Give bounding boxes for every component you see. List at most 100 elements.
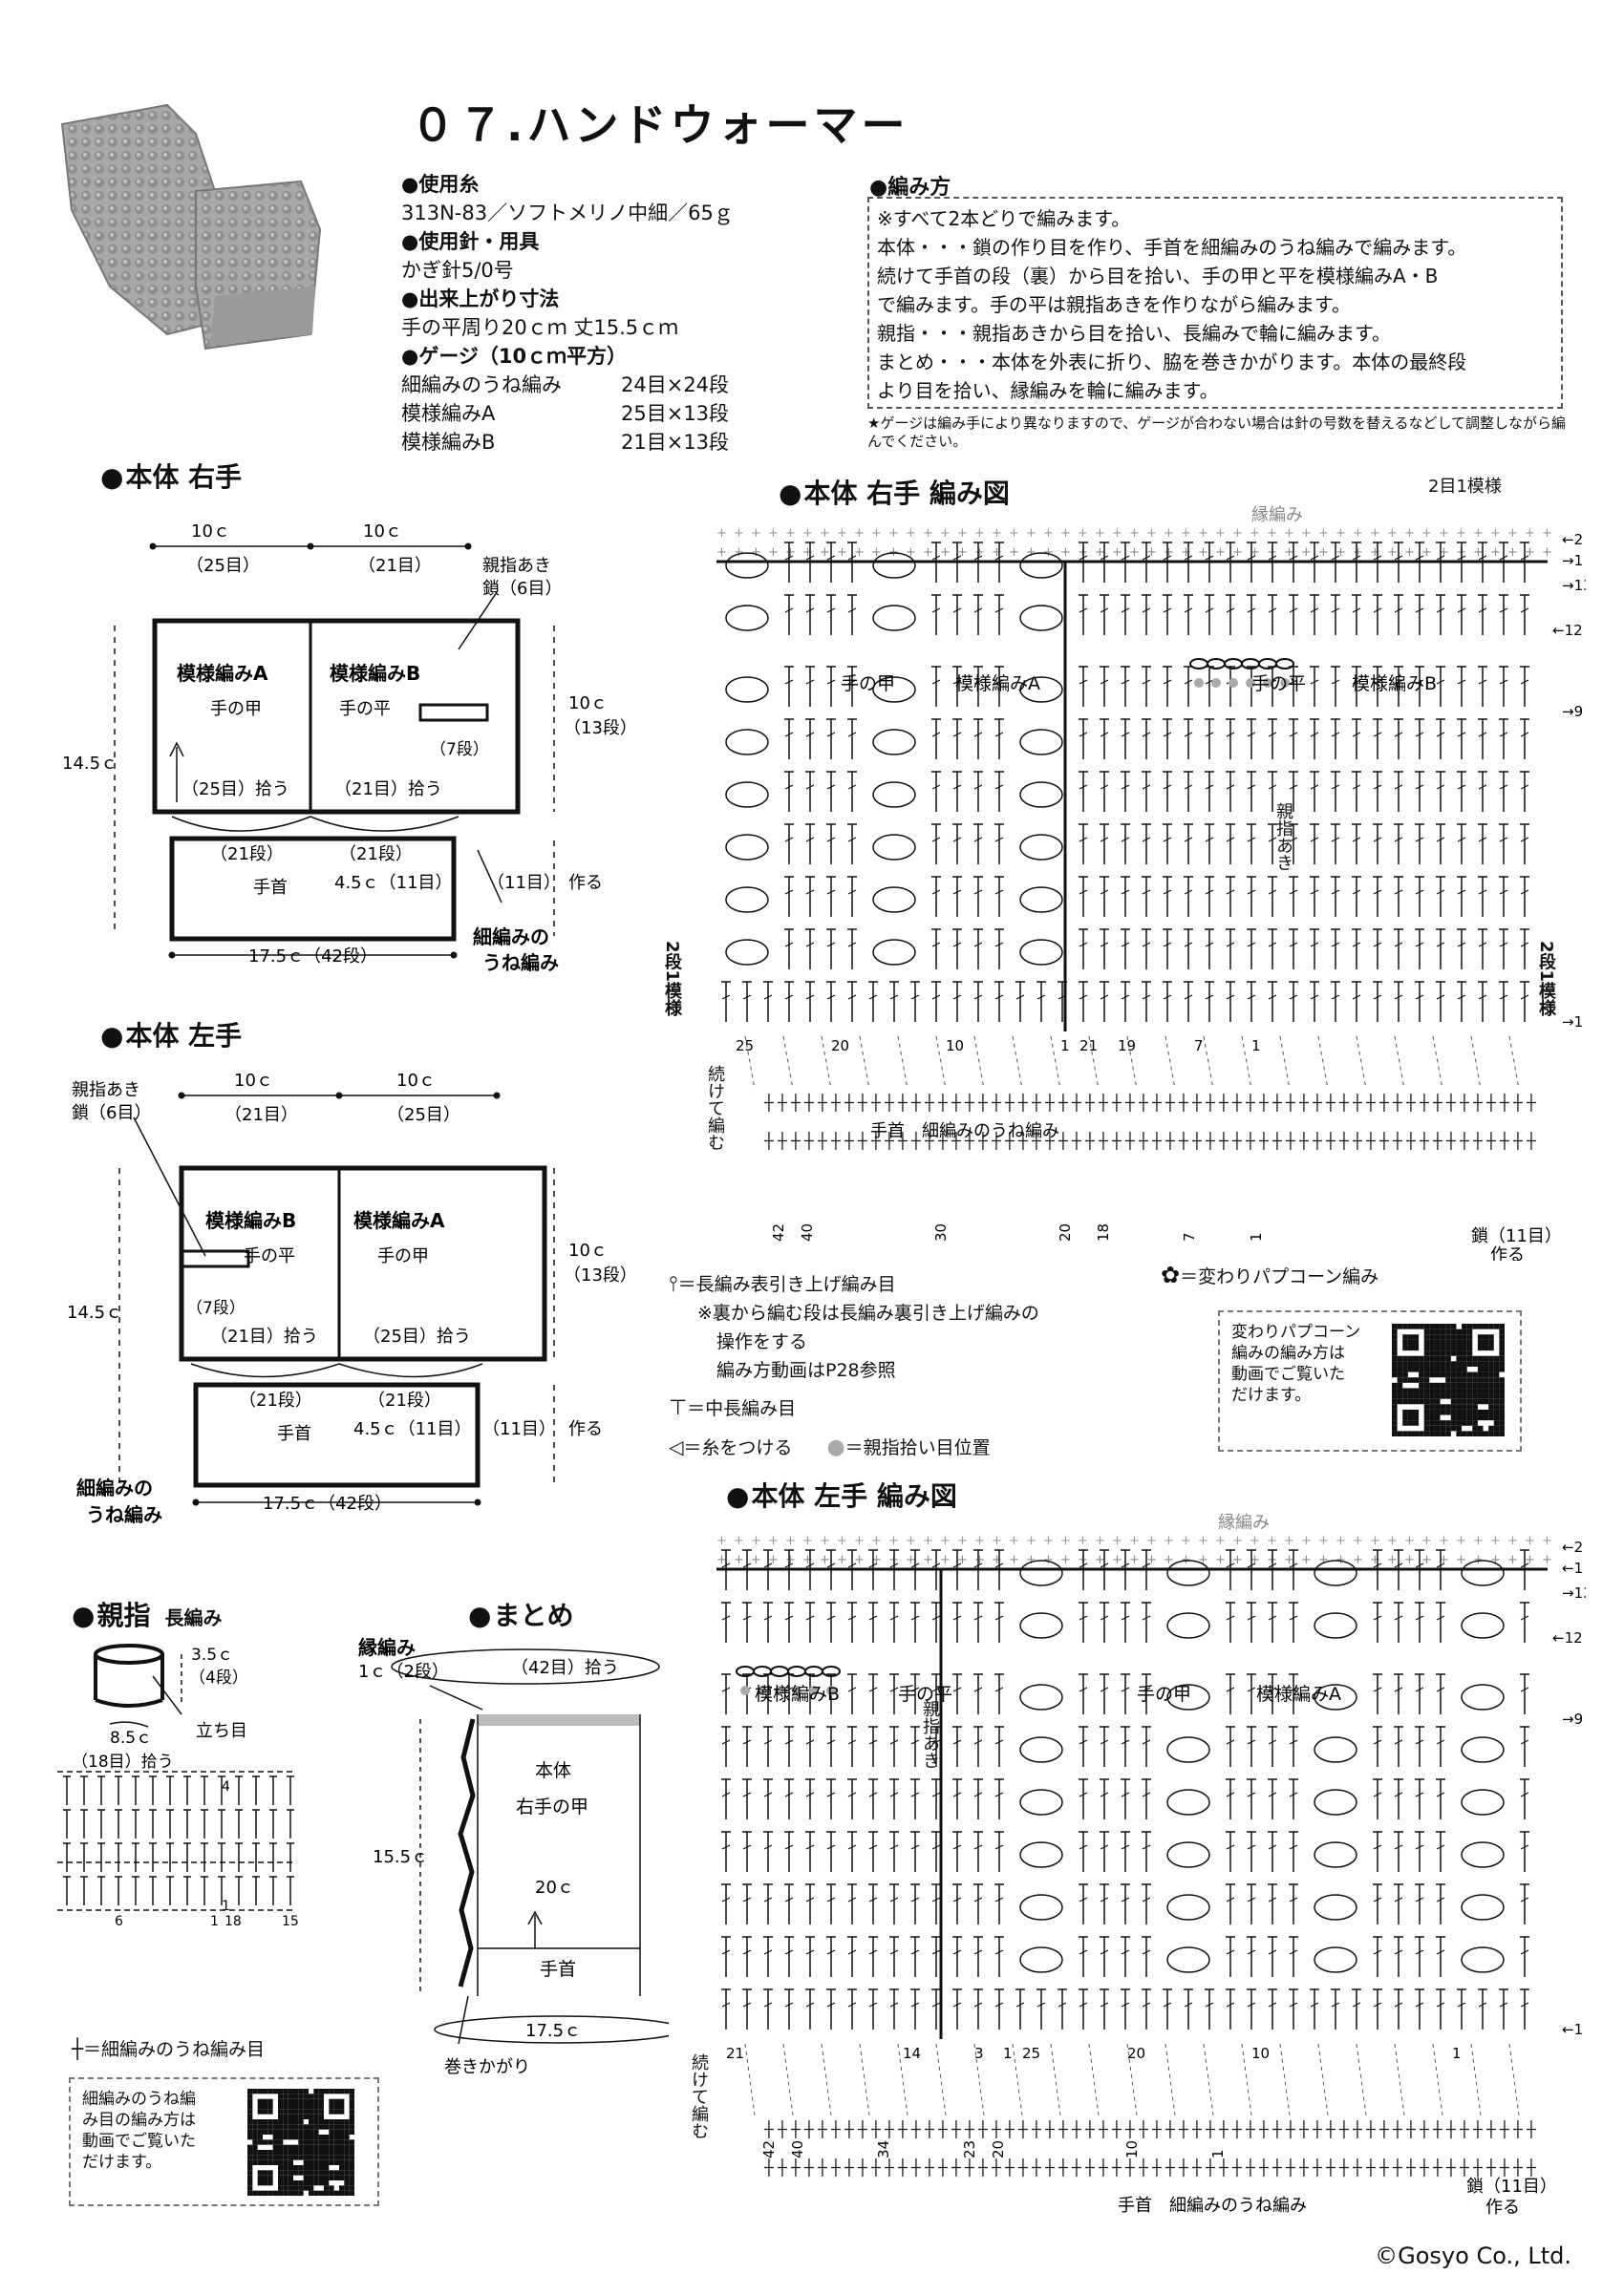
une-stitch: ┼: [1298, 2158, 1309, 2177]
edge-stitch: +: [1250, 1553, 1260, 1567]
une-stitch: ┼: [817, 2119, 827, 2138]
left-rows7: （7段）: [186, 1299, 246, 1318]
edge-stitch: +: [1095, 526, 1105, 541]
edge-stitch: +: [1026, 545, 1036, 560]
edge-stitch: +: [1060, 545, 1071, 560]
une-stitch: ┼: [1124, 1131, 1135, 1150]
thumb-col-18: 18: [224, 1914, 242, 1929]
une-stitch: ┼: [884, 1131, 894, 1150]
une-stitch: ┼: [1071, 2119, 1081, 2138]
popcorn-stitch: [1166, 1789, 1210, 1816]
edge-stitch: +: [957, 526, 968, 541]
une-stitch: ┼: [1138, 1093, 1148, 1112]
edge-stitch: +: [785, 545, 796, 560]
edge-stitch: +: [992, 526, 1002, 541]
une-stitch: ┼: [1485, 1093, 1496, 1112]
right-bottom: 17.5ｃ（42段）: [248, 946, 377, 967]
edge-stitch: +: [1542, 545, 1552, 560]
une-stitch: ┼: [1245, 2119, 1255, 2138]
finish-w175: 17.5ｃ: [525, 2021, 581, 2041]
edge-stitch: +: [837, 1553, 847, 1567]
une-stitch: ┼: [1084, 2119, 1095, 2138]
chain-stitch: [1189, 658, 1208, 670]
popcorn-stitch: [1461, 1789, 1505, 1816]
une-stitch: ┼: [1151, 2119, 1162, 2138]
une-stitch: ┼: [1325, 1131, 1336, 1150]
edge-stitch: +: [1318, 526, 1329, 541]
une-stitch: ┼: [870, 1093, 881, 1112]
size-value: 手の平周り20ｃｍ 丈15.5ｃｍ: [401, 316, 679, 339]
rc-chain: 鎖（11目）: [1471, 1226, 1562, 1246]
une-stitch: ┼: [790, 1131, 801, 1150]
edge-stitch: +: [1164, 545, 1174, 560]
edge-stitch: +: [1318, 1534, 1329, 1548]
right-chart: ++++++++++++++++++++++++++++++++++++++++…: [716, 526, 1586, 1261]
edge-stitch: +: [1129, 1534, 1140, 1548]
right-hand-schematic: 10ｃ （25目） 10ｃ （21目） 親指あき 鎖（6目） 模様編みA 手の甲…: [62, 521, 637, 974]
stitch-count-label: 10: [1251, 2045, 1270, 2062]
edge-stitch: +: [1387, 526, 1398, 541]
une-stitch: ┼: [1499, 2158, 1509, 2177]
une-stitch: ┼: [1419, 2158, 1429, 2177]
une-stitch: ┼: [1191, 2119, 1202, 2138]
popcorn-stitch: [1019, 1684, 1063, 1711]
une-stitch: ┼: [1298, 1131, 1309, 1150]
edge-stitch: +: [820, 1534, 830, 1548]
right-w1s: （25目）: [186, 556, 260, 576]
une-stitch: ┼: [1285, 1093, 1295, 1112]
edge-stitch: +: [854, 1534, 865, 1548]
edge-stitch: +: [992, 545, 1002, 560]
left-make11: （11目）: [482, 1419, 556, 1439]
wrist-count-label: 20: [990, 2140, 1007, 2158]
right-chart-repeat: 2目1模様: [1428, 477, 1502, 497]
une-stitch: ┼: [1071, 1093, 1081, 1112]
une-stitch: ┼: [1432, 2158, 1442, 2177]
une-stitch: ┼: [777, 2158, 787, 2177]
popcorn-stitch: [872, 939, 916, 966]
left-chart-cont: 続けて編む: [689, 2053, 709, 2139]
stitch-count-label: 1: [1251, 1037, 1261, 1054]
edge-stitch: +: [802, 545, 813, 560]
rc-back: 手の甲: [841, 673, 895, 694]
edge-stitch: +: [1439, 1553, 1449, 1567]
right-une2: うね編み: [482, 951, 559, 974]
edge-stitch: +: [1439, 526, 1449, 541]
une-stitch: ┼: [803, 2119, 814, 2138]
thumb-row-4: 4: [222, 1779, 230, 1795]
edge-stitch: +: [1043, 545, 1054, 560]
edge-stitch: +: [1009, 1534, 1019, 1548]
qr2-line: だけます。: [82, 2153, 162, 2172]
une-stitch: ┼: [1205, 1093, 1215, 1112]
une-stitch: ┼: [1191, 2158, 1202, 2177]
edge-stitch: +: [1456, 1534, 1466, 1548]
une-stitch: ┼: [937, 2158, 948, 2177]
edge-stitch: +: [1318, 545, 1329, 560]
edge-stitch: +: [1112, 526, 1122, 541]
une-stitch: ┼: [897, 1131, 908, 1150]
thumb-pick-dot: [1211, 678, 1221, 688]
une-stitch: ┼: [763, 2158, 774, 2177]
popcorn-stitch: [1314, 1612, 1357, 1639]
une-stitch: ┼: [1526, 2158, 1536, 2177]
edge-stitch: +: [1095, 1553, 1105, 1567]
right-chart-cont: 続けて編む: [705, 1065, 725, 1151]
une-stitch: ┼: [1285, 2119, 1295, 2138]
finish-pick: （42目）拾う: [511, 1658, 619, 1678]
right-pat-a: 模様編みA: [177, 662, 268, 685]
popcorn-stitch: [1166, 1560, 1210, 1586]
une-stitch: ┼: [1365, 2158, 1376, 2177]
edge-stitch: +: [1198, 526, 1208, 541]
edge-stitch: +: [871, 1534, 882, 1548]
une-stitch: ┼: [1472, 1131, 1483, 1150]
une-stitch: ┼: [1499, 1131, 1509, 1150]
une-stitch: ┼: [790, 1093, 801, 1112]
right-chart-thumb: 親指あき: [1273, 802, 1293, 871]
edge-stitch: +: [957, 1534, 968, 1548]
une-stitch: ┼: [1258, 1131, 1269, 1150]
une-stitch: ┼: [1004, 2158, 1015, 2177]
une-stitch: ┼: [777, 1131, 787, 1150]
edge-stitch: +: [923, 1553, 933, 1567]
une-stitch: ┼: [803, 2158, 814, 2177]
edge-stitch: +: [1215, 1553, 1226, 1567]
une-stitch: ┼: [924, 1093, 934, 1112]
